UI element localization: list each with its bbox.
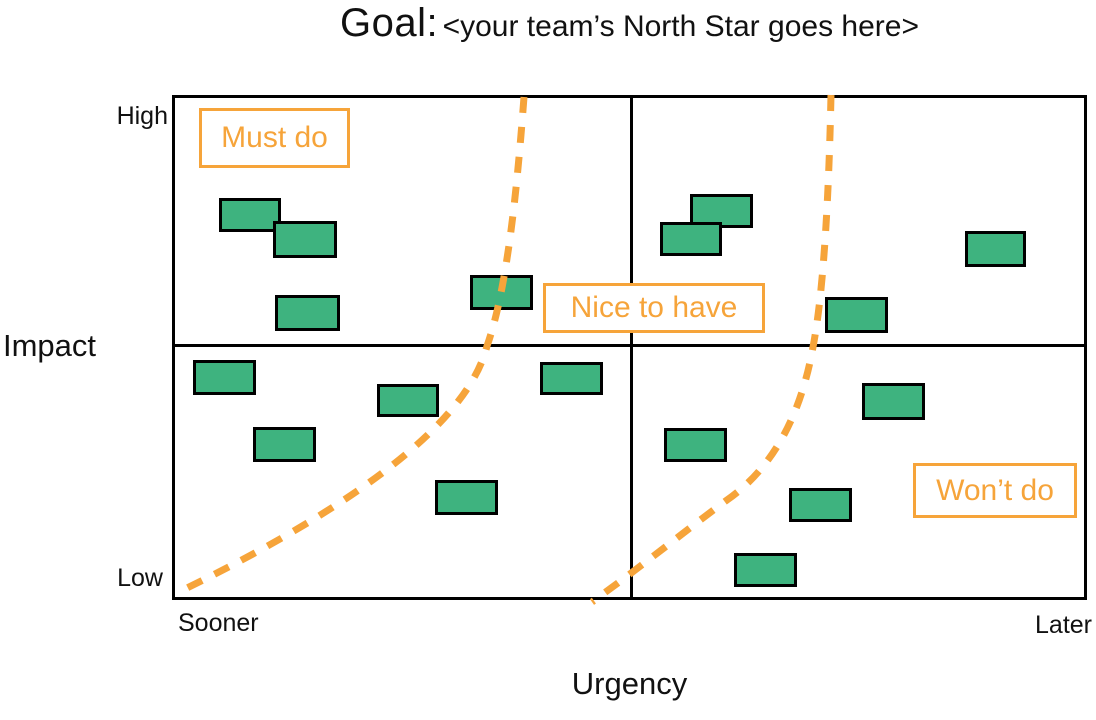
- sticky-note[interactable]: [253, 427, 316, 462]
- quadrant-label-wont-do[interactable]: Won’t do: [913, 463, 1077, 518]
- sticky-note[interactable]: [734, 553, 797, 587]
- quadrant-label-nice-to-have[interactable]: Nice to have: [543, 283, 765, 333]
- x-axis-sooner-label: Sooner: [178, 609, 259, 637]
- sticky-note[interactable]: [275, 295, 340, 331]
- sticky-note[interactable]: [540, 362, 603, 395]
- sticky-note[interactable]: [470, 275, 533, 310]
- sticky-note[interactable]: [825, 297, 888, 333]
- sticky-note[interactable]: [435, 480, 498, 515]
- sticky-note[interactable]: [965, 231, 1026, 267]
- quadrant-label-must-do[interactable]: Must do: [199, 108, 350, 168]
- sticky-note[interactable]: [193, 360, 256, 395]
- sticky-note[interactable]: [862, 383, 925, 420]
- sticky-note[interactable]: [660, 222, 722, 256]
- goal-title: Goal: <your team’s North Star goes here>: [172, 0, 1087, 55]
- goal-label: Goal:: [340, 1, 439, 45]
- sticky-note[interactable]: [273, 221, 337, 258]
- sticky-note[interactable]: [219, 198, 281, 232]
- y-axis-low-label: Low: [117, 564, 163, 592]
- x-axis-later-label: Later: [1035, 611, 1092, 639]
- y-axis-label: Impact: [3, 328, 97, 363]
- x-axis-label: Urgency: [571, 666, 688, 701]
- y-axis-high-label: High: [116, 102, 168, 130]
- sticky-note[interactable]: [789, 488, 852, 522]
- goal-placeholder-text[interactable]: <your team’s North Star goes here>: [442, 10, 919, 43]
- sticky-note[interactable]: [664, 428, 727, 462]
- sticky-note[interactable]: [377, 384, 439, 417]
